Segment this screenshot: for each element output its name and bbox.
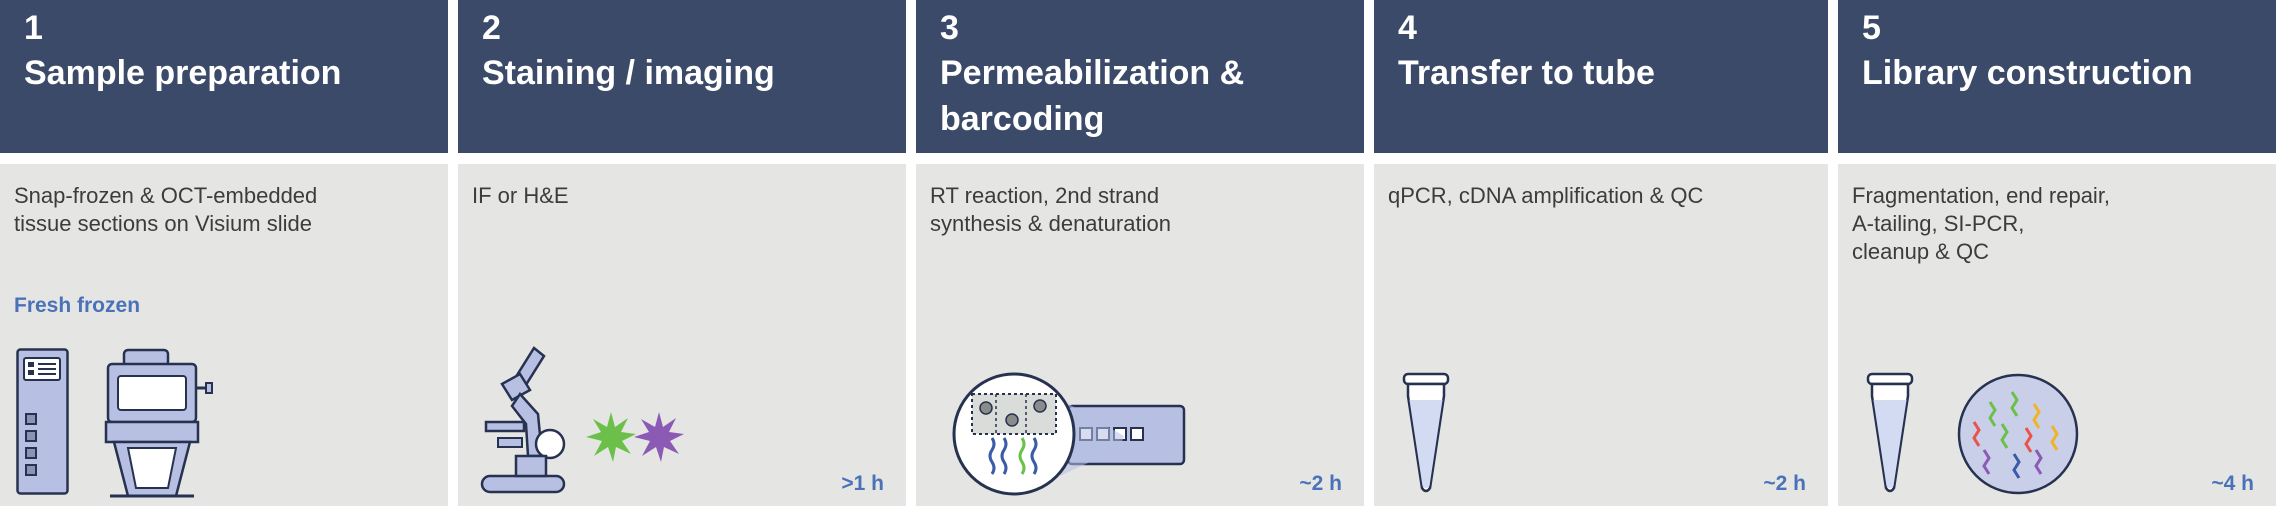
step-2-body: IF or H&E >1 h (458, 164, 906, 506)
step-description: Fragmentation, end repair, A-tailing, SI… (1852, 183, 2111, 264)
step-3-body: RT reaction, 2nd strand synthesis & dena… (916, 164, 1364, 506)
step-title: Transfer to tube (1398, 54, 1655, 92)
tube-icon (1402, 372, 1450, 493)
step-number: 1 (24, 9, 43, 47)
green-star-icon (586, 412, 636, 462)
step-title: Staining / imaging (482, 54, 775, 92)
step-5-panel: 5 Library construction Fragmentation, en… (1838, 0, 2276, 506)
microscope-icon (480, 346, 566, 494)
time-estimate: ~4 h (2211, 472, 2254, 495)
step-description: RT reaction, 2nd strand synthesis & dena… (930, 183, 1171, 236)
step-description: Snap-frozen & OCT-embedded tissue sectio… (14, 183, 318, 236)
step-5-body: Fragmentation, end repair, A-tailing, SI… (1838, 164, 2276, 506)
cryostat-icon (104, 348, 213, 498)
sample-type-label: Fresh frozen (14, 294, 141, 317)
step-number: 4 (1398, 9, 1417, 47)
step-description: IF or H&E (472, 183, 569, 208)
step-1-panel: 1 Sample preparation Snap-frozen & OCT-e… (0, 0, 448, 506)
time-estimate: >1 h (841, 472, 884, 495)
time-estimate: ~2 h (1299, 472, 1342, 495)
step-2-header: 2 Staining / imaging (458, 0, 906, 153)
tube-icon (1866, 372, 1914, 493)
step-number: 3 (940, 9, 959, 47)
step-5-header: 5 Library construction (1838, 0, 2276, 153)
library-fragments-icon (1957, 373, 2079, 495)
step-title: Sample preparation (24, 54, 342, 92)
step-number: 5 (1862, 9, 1881, 47)
slide-rack-icon (16, 348, 69, 495)
step-4-body: qPCR, cDNA amplification & QC ~2 h (1374, 164, 1828, 506)
step-2-panel: 2 Staining / imaging IF or H&E >1 h (458, 0, 906, 506)
purple-star-icon (634, 412, 684, 462)
step-description: qPCR, cDNA amplification & QC (1388, 183, 1704, 208)
tissue-magnifier-icon (952, 372, 1124, 496)
step-title: Library construction (1862, 54, 2193, 92)
step-4-header: 4 Transfer to tube (1374, 0, 1828, 153)
time-estimate: ~2 h (1763, 472, 1806, 495)
step-4-panel: 4 Transfer to tube qPCR, cDNA amplificat… (1374, 0, 1828, 506)
step-3-header: 3 Permeabilization & barcoding (916, 0, 1364, 153)
step-1-body: Snap-frozen & OCT-embedded tissue sectio… (0, 164, 448, 506)
step-title: Permeabilization & barcoding (940, 54, 1245, 138)
step-number: 2 (482, 9, 501, 47)
step-1-header: 1 Sample preparation (0, 0, 448, 153)
step-3-panel: 3 Permeabilization & barcoding RT reacti… (916, 0, 1364, 506)
